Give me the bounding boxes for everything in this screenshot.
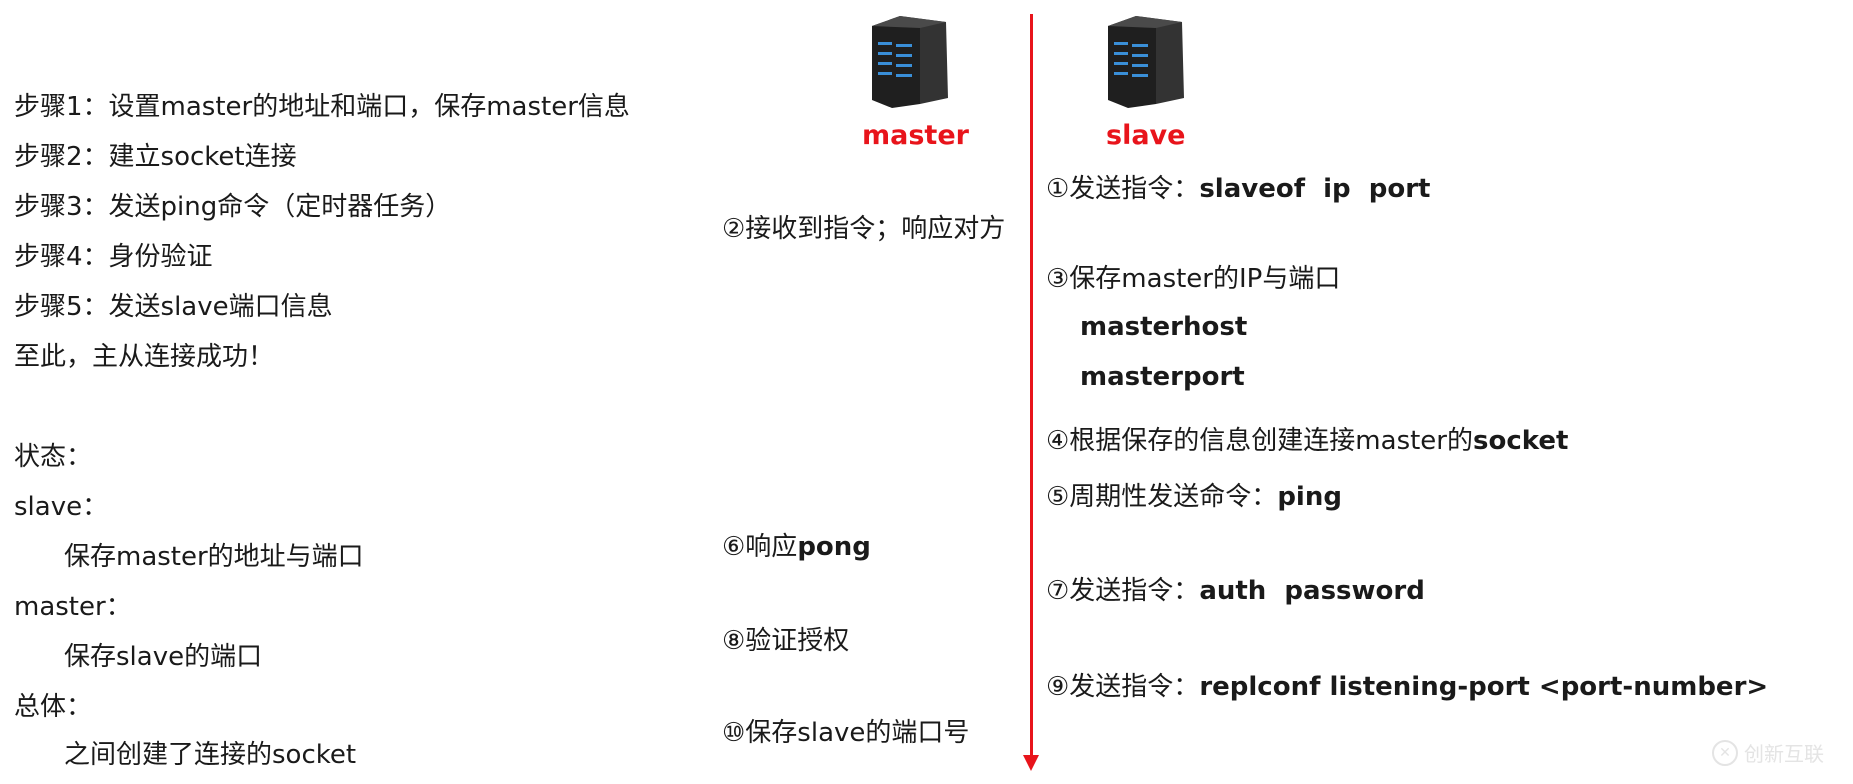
step-2: 步骤2：建立socket连接 <box>14 142 297 172</box>
slave-step-9-text: ⑨发送指令： <box>1046 672 1200 702</box>
slave-step-1-text: ①发送指令： <box>1046 174 1200 204</box>
master-label: master <box>862 120 969 151</box>
master-step-2: ②接收到指令；响应对方 <box>722 214 1006 244</box>
status-master-label: master： <box>14 592 132 622</box>
master-step-6-pong: pong <box>797 532 871 562</box>
slave-step-5-text: ⑤周期性发送命令： <box>1046 482 1278 512</box>
slave-step-5: ⑤周期性发送命令：ping <box>1046 482 1342 512</box>
slave-step-7: ⑦发送指令：auth password <box>1046 576 1425 606</box>
status-overall-label: 总体： <box>14 692 93 722</box>
slave-step-7-text: ⑦发送指令： <box>1046 576 1200 606</box>
slave-step-4-text: ④根据保存的信息创建连接master的 <box>1046 426 1473 456</box>
connection-success: 至此，主从连接成功！ <box>14 342 275 372</box>
status-master-detail: 保存slave的端口 <box>64 642 263 672</box>
slave-step-4: ④根据保存的信息创建连接master的socket <box>1046 426 1568 456</box>
status-slave-label: slave： <box>14 492 109 522</box>
status-slave-detail: 保存master的地址与端口 <box>64 542 364 572</box>
timeline-arrow-line <box>1030 14 1033 759</box>
step-3: 步骤3：发送ping命令（定时器任务） <box>14 192 452 222</box>
slave-step-5-ping: ping <box>1277 482 1342 512</box>
slave-step-9-command: replconf listening-port <port-number> <box>1199 672 1769 702</box>
step-4: 步骤4：身份验证 <box>14 242 213 272</box>
slave-step-3-masterport: masterport <box>1080 362 1245 392</box>
slave-step-3-masterhost: masterhost <box>1080 312 1248 342</box>
step-1: 步骤1：设置master的地址和端口，保存master信息 <box>14 92 630 122</box>
status-overall-detail: 之间创建了连接的socket <box>64 740 357 770</box>
slave-step-4-socket: socket <box>1473 426 1569 456</box>
timeline-arrowhead-icon <box>1023 755 1039 771</box>
watermark-text: 创新互联 <box>1744 742 1824 766</box>
master-step-6-text: ⑥响应 <box>722 532 798 562</box>
slave-step-1: ①发送指令：slaveof ip port <box>1046 174 1430 204</box>
slave-label: slave <box>1106 120 1186 151</box>
slave-step-7-command: auth password <box>1199 576 1425 606</box>
brand-logo-icon: ✕ <box>1712 739 1738 766</box>
slave-step-3: ③保存master的IP与端口 <box>1046 264 1341 294</box>
slave-step-9: ⑨发送指令：replconf listening-port <port-numb… <box>1046 672 1768 702</box>
master-step-8: ⑧验证授权 <box>722 626 850 656</box>
slave-step-1-command: slaveof ip port <box>1199 174 1431 204</box>
master-step-10: ⑩保存slave的端口号 <box>722 718 970 748</box>
step-5: 步骤5：发送slave端口信息 <box>14 292 333 322</box>
watermark: ✕ 创新互联 <box>1712 738 1824 767</box>
master-step-6: ⑥响应pong <box>722 532 871 562</box>
master-server-icon <box>860 12 960 108</box>
slave-server-icon <box>1096 12 1196 108</box>
status-title: 状态： <box>14 442 93 472</box>
